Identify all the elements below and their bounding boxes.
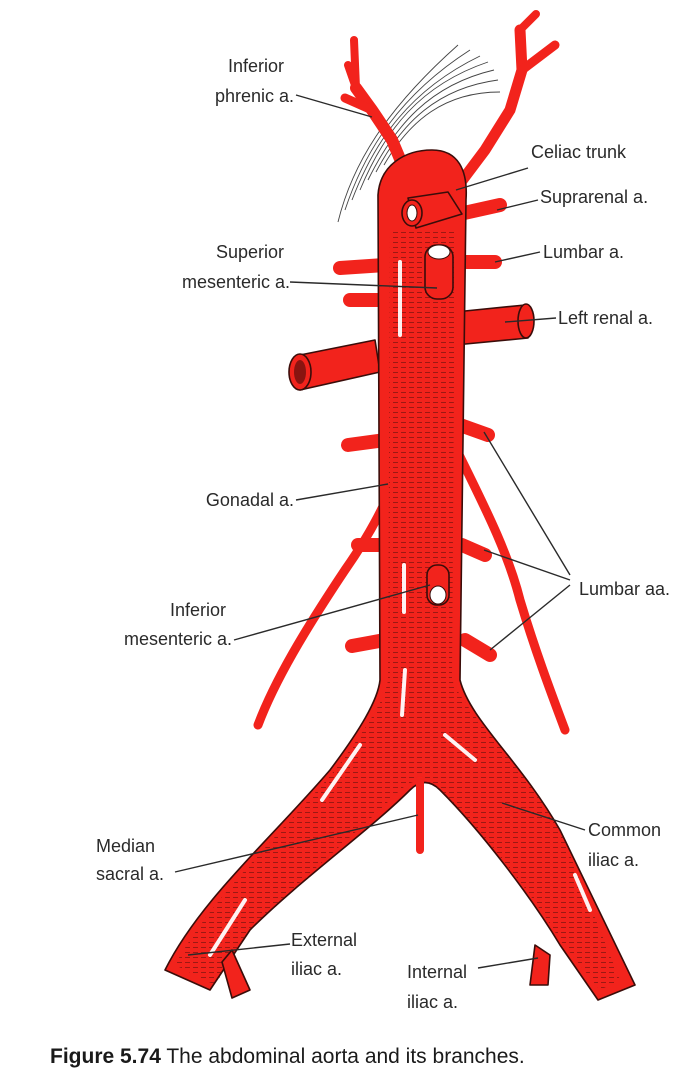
label-lumbar-single: Lumbar a. <box>543 242 624 262</box>
label-suprarenal: Suprarenal a. <box>540 187 648 207</box>
caption-text: The abdominal aorta and its branches. <box>166 1045 525 1068</box>
iliac-stumps <box>221 776 551 999</box>
inferior-mesenteric-origin <box>426 564 450 606</box>
superior-mesenteric-origin <box>424 244 454 300</box>
label-inferior-phrenic-2: phrenic a. <box>215 86 294 106</box>
label-inferior-phrenic-1: Inferior <box>228 56 284 76</box>
label-inferior-mesenteric-1: Inferior <box>170 600 226 620</box>
label-external-iliac-2: iliac a. <box>291 959 342 979</box>
inferior-phrenic-arteries <box>340 10 560 196</box>
label-median-sacral-1: Median <box>96 836 155 856</box>
label-inferior-mesenteric-2: mesenteric a. <box>124 629 232 649</box>
renal-arteries <box>288 303 535 391</box>
figure-number: Figure 5.74 <box>50 1045 161 1068</box>
label-internal-iliac-2: iliac a. <box>407 992 458 1012</box>
leader-lines <box>174 94 586 969</box>
label-common-iliac-2: iliac a. <box>588 850 639 870</box>
label-left-renal: Left renal a. <box>558 308 653 328</box>
aorta-highlights <box>208 260 592 957</box>
label-median-sacral-2: sacral a. <box>96 864 164 884</box>
label-external-iliac-1: External <box>291 930 357 950</box>
label-superior-mesenteric-2: mesenteric a. <box>182 272 290 292</box>
figure-caption: Figure 5.74 The abdominal aorta and its … <box>50 1045 525 1069</box>
label-internal-iliac-1: Internal <box>407 962 467 982</box>
celiac-trunk-origin <box>401 191 463 229</box>
label-common-iliac-1: Common <box>588 820 661 840</box>
label-superior-mesenteric-1: Superior <box>216 242 284 262</box>
labels: Inferior phrenic a. Celiac trunk Suprare… <box>96 56 670 1012</box>
label-gonadal: Gonadal a. <box>206 490 294 510</box>
label-celiac-trunk: Celiac trunk <box>531 142 627 162</box>
label-lumbar-plural: Lumbar aa. <box>579 579 670 599</box>
